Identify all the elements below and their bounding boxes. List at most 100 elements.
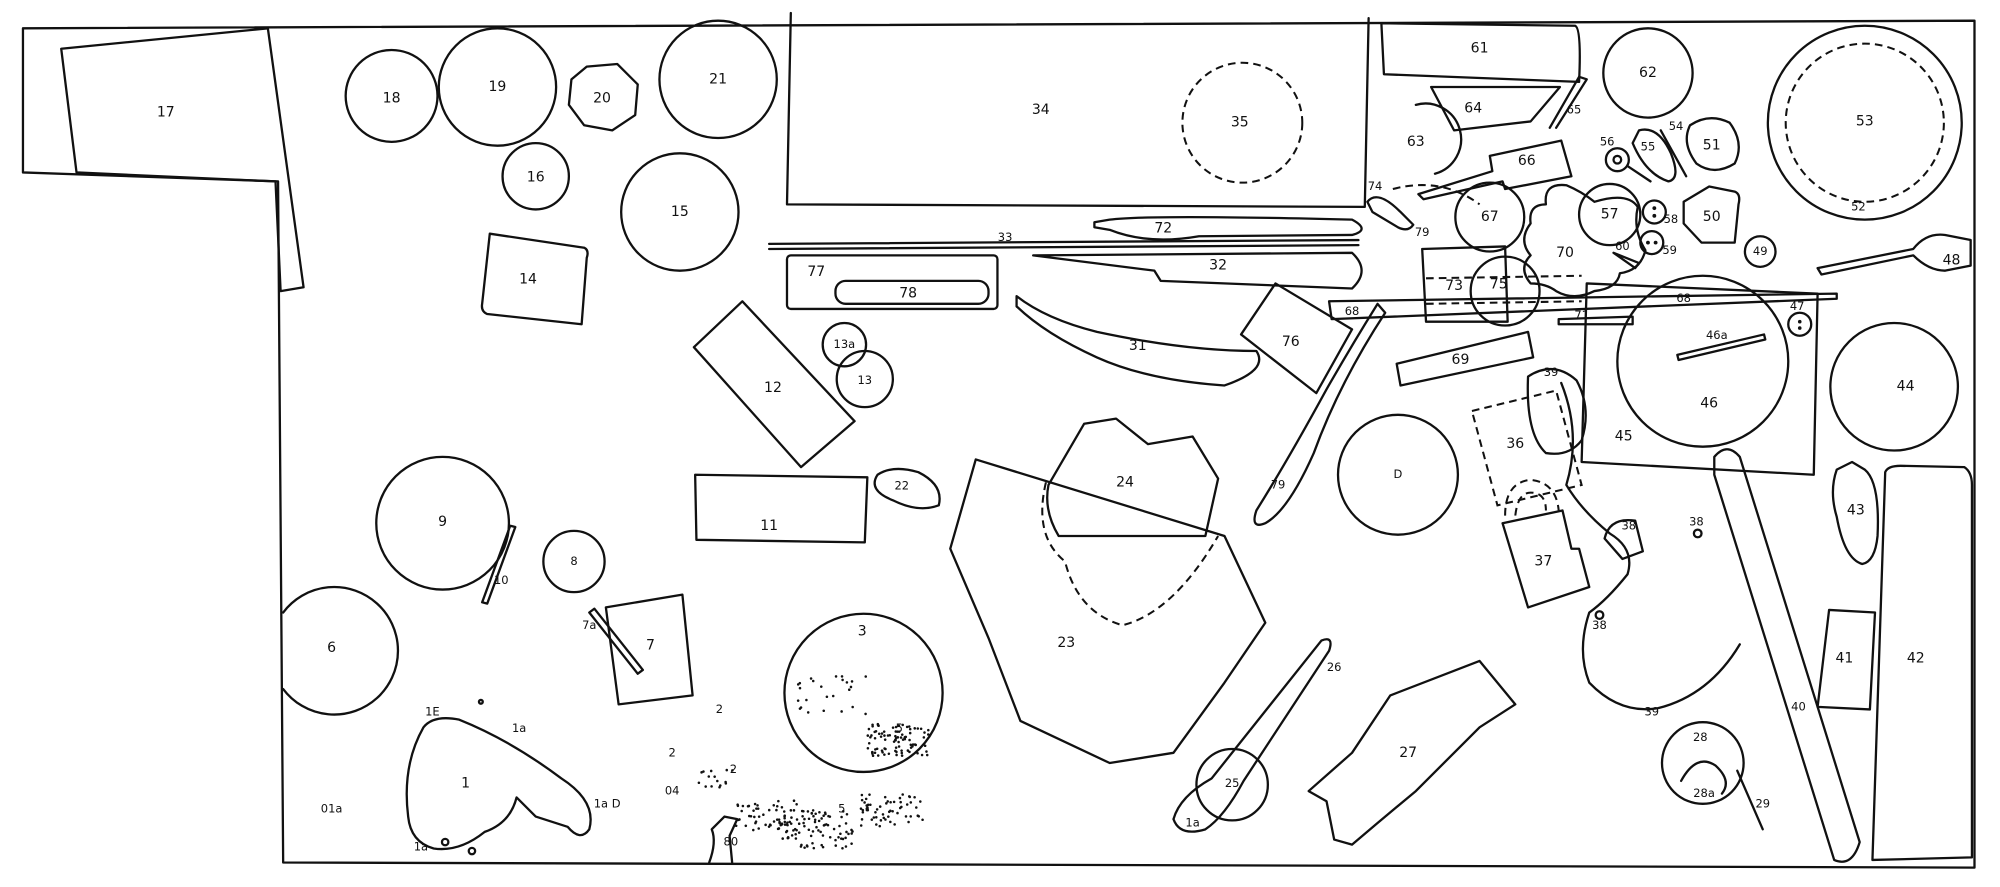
dot-mark [894,725,898,729]
label-63: 63 [1407,134,1425,150]
dot-mark [724,780,727,784]
dot-mark [820,843,823,847]
label-15: 15 [671,204,689,220]
dot-mark [752,828,755,832]
dot-mark [820,817,823,820]
dot-mark [926,733,930,736]
dot-mark [772,820,776,823]
dot-mark [892,800,896,804]
dot-mark [880,749,884,752]
dot-mark [783,814,787,817]
dot-mark [859,824,863,827]
dot-mark [877,732,881,736]
label-04: 04 [665,784,680,798]
dot-mark [879,819,883,822]
dot-mark [917,815,921,818]
dot-mark [832,827,836,831]
dot-mark [900,733,904,736]
dot-mark [840,710,843,713]
dot-mark [897,730,901,733]
dot-mark [834,844,838,847]
dot-mark [753,802,757,806]
dot-mark [697,781,701,785]
dot-mark [754,820,758,823]
dot-mark [887,815,890,818]
dot-mark [897,724,901,728]
features-36-39: 39 36 37 39 38 38 38 [1470,365,1741,718]
dot-mark [879,735,883,738]
dot-mark [874,811,877,814]
dot-mark [767,808,771,812]
label-57: 57 [1601,207,1619,223]
feature-34-35: 34 35 [785,11,1370,209]
dot-mark [734,824,738,828]
dot-mark [747,814,751,818]
dot-mark [822,709,826,713]
dot-mark [925,750,928,753]
dot-mark [915,806,918,809]
dot-mark [850,832,853,835]
dot-mark [747,804,751,808]
dot-mark [799,845,803,848]
dot-mark [707,775,711,778]
dot-mark [807,817,811,821]
label-28: 28 [1693,730,1708,744]
dot-mark [794,832,797,836]
dot-mark [895,753,898,757]
dot-mark [868,793,871,796]
dot-mark [896,811,899,815]
dot-mark [782,810,786,813]
label-2b: 2 [669,745,676,759]
circles-top-left: 18 19 20 21 16 15 14 [344,19,778,326]
dot-mark [897,740,900,744]
dot-mark [885,802,888,805]
dot-mark [785,823,788,826]
label-78: 78 [899,286,917,302]
label-48: 48 [1943,252,1961,268]
label-24: 24 [1116,474,1134,490]
label-39b: 39 [1644,704,1659,718]
dot-mark [889,820,892,824]
dot-mark [819,830,822,834]
label-61: 61 [1471,41,1489,57]
dot-mark [922,736,926,739]
dot-mark [807,828,811,831]
dot-mark [805,844,809,847]
dot-mark [873,737,877,740]
dot-mark [891,809,894,813]
label-45: 45 [1615,428,1633,444]
dot-mark [850,842,853,845]
dot-mark [757,815,761,818]
label-70: 70 [1556,245,1574,261]
dot-mark [713,775,716,778]
label-1a-top: 1a [512,721,526,735]
dot-mark [762,813,765,816]
label-36: 36 [1506,436,1524,452]
dot-mark [798,681,802,685]
label-28a: 28a [1693,786,1715,800]
dot-mark [798,686,802,690]
dot-mark [886,734,890,737]
label-19: 19 [489,79,507,95]
dot-mark [911,743,915,746]
dot-mark [870,734,873,737]
label-52: 52 [1851,199,1866,213]
site-boundary [21,19,1976,869]
label-17: 17 [157,105,175,121]
label-65: 65 [1567,102,1582,116]
label-4a: 1a [1185,815,1199,829]
dot-mark [844,836,847,840]
dot-mark [899,736,903,739]
label-14: 14 [519,272,537,288]
dot-mark [907,820,910,824]
dot-mark [806,810,810,813]
label-46a: 46a [1706,328,1728,342]
dot-mark [925,753,929,757]
dot-mark [850,828,853,832]
dot-mark [909,815,912,818]
dot-mark [898,796,902,800]
dot-mark [880,732,884,735]
dot-mark [700,771,703,774]
dot-mark [838,824,841,828]
